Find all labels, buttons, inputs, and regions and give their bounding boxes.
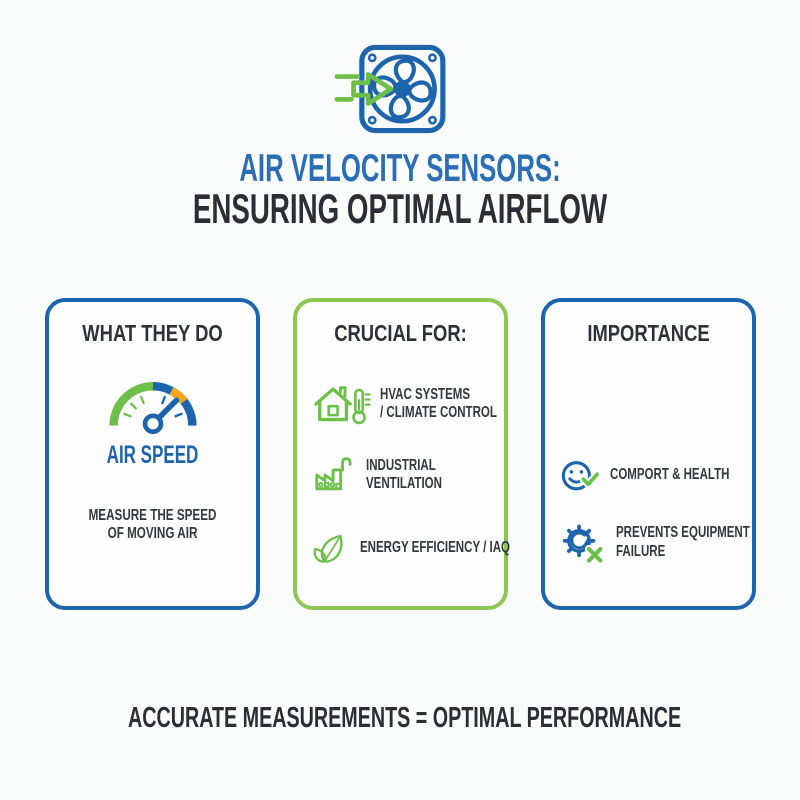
list-item-label: COMPORT & HEALTH: [610, 466, 776, 485]
cards-row: WHAT THEY DO AIR SPEED: [45, 298, 758, 610]
label-line-2: VENTILATION: [366, 475, 442, 492]
card-what-they-do: WHAT THEY DO AIR SPEED: [45, 298, 260, 610]
gauge-icon: [101, 375, 205, 435]
fan-with-airflow-icon: [312, 37, 447, 141]
list-item-label: INDUSTRIAL VENTILATION: [366, 457, 471, 494]
factory-icon: [313, 455, 357, 495]
list-item-label: ENERGY EFFICIENCY / IAQ: [360, 539, 568, 558]
list-item-label: PREVENTS EQUIPMENT FAILURE: [616, 524, 800, 561]
list-item-industrial: INDUSTRIAL VENTILATION: [297, 455, 504, 495]
label-line-1: ENERGY EFFICIENCY / IAQ: [360, 539, 511, 557]
label-line-2: FAILURE: [616, 542, 666, 560]
card-description: MEASURE THE SPEED OF MOVING AIR: [49, 507, 256, 543]
description-line-1: MEASURE THE SPEED: [88, 507, 217, 524]
list-item-comfort: COMPORT & HEALTH: [545, 457, 752, 493]
label-line-2: / CLIMATE CONTROL: [380, 404, 497, 421]
label-line-1: PREVENTS EQUIPMENT: [616, 524, 750, 541]
label-line-1: INDUSTRIAL: [366, 456, 436, 474]
list-item-hvac: HVAC SYSTEMS / CLIMATE CONTROL: [297, 381, 504, 427]
smiley-check-icon: [561, 457, 601, 493]
description-line-2: OF MOVING AIR: [107, 525, 198, 542]
card-heading-crucial-for: CRUCIAL FOR:: [334, 320, 467, 346]
gear-failure-icon: [561, 521, 607, 564]
leaves-icon: [313, 531, 351, 566]
footer-tagline: ACCURATE MEASUREMENTS = OPTIMAL PERFORMA…: [128, 702, 682, 734]
gauge-label: AIR SPEED: [106, 441, 199, 469]
card-importance: IMPORTANCE COMPORT & HEALTH: [541, 298, 756, 610]
label-line-1: HVAC SYSTEMS: [380, 385, 471, 403]
title-line-1: AIR VELOCITY SENSORS:: [239, 147, 561, 190]
card-heading-what-they-do: WHAT THEY DO: [82, 320, 223, 346]
house-thermometer-icon: [313, 381, 371, 427]
list-item-label: HVAC SYSTEMS / CLIMATE CONTROL: [380, 386, 542, 423]
list-item-energy: ENERGY EFFICIENCY / IAQ: [297, 531, 510, 566]
title-block: AIR VELOCITY SENSORS: ENSURING OPTIMAL A…: [0, 147, 800, 232]
card-crucial-for: CRUCIAL FOR: HVAC SYSTEMS: [293, 298, 510, 610]
card-heading-importance: IMPORTANCE: [587, 320, 710, 346]
title-line-2: ENSURING OPTIMAL AIRFLOW: [192, 185, 608, 232]
label-line-1: COMPORT & HEALTH: [610, 465, 730, 483]
list-item-failure: PREVENTS EQUIPMENT FAILURE: [545, 521, 752, 564]
